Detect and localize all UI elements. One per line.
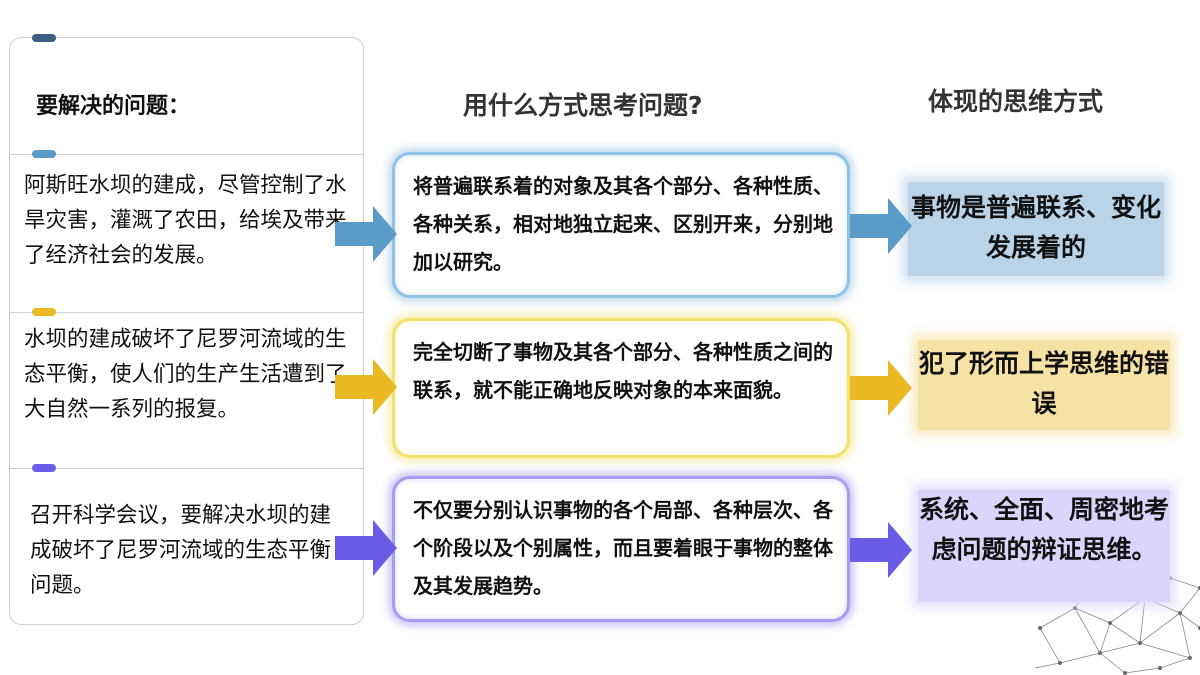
result-text-3: 系统、全面、周密地考虑问题的辩证思维。 [918,495,1169,564]
problem-item-2: 水坝的建成破坏了尼罗河流域的生态平衡，使人们的生产生活遭到了大自然一系列的报复。 [24,327,347,422]
arrow-right-icon [335,206,397,262]
problem-item-3: 召开科学会议，要解决水坝的建成破坏了尼罗河流域的生态平衡问题。 [30,503,332,598]
panel-tab-marker [32,34,56,42]
section-tab-marker [32,150,56,158]
result-3: 系统、全面、周密地考虑问题的辩证思维。 [918,490,1170,602]
method-text-1: 将普遍联系着的对象及其各个部分、各种性质、各种关系，相对地独立起来、区别开来，分… [413,174,833,274]
problem-panel: 要解决的问题： [9,34,364,625]
method-heading: 用什么方式思考问题? [463,91,703,120]
method-box-1: 将普遍联系着的对象及其各个部分、各种性质、各种关系，相对地独立起来、区别开来，分… [392,152,850,298]
method-text-2: 完全切断了事物及其各个部分、各种性质之间的联系，就不能正确地反映对象的本来面貌。 [413,340,833,402]
section-tab-marker [32,464,56,472]
arrow-right-icon [850,360,912,416]
divider [10,312,363,313]
arrow-right-icon [335,359,397,415]
network-decoration [1034,576,1200,675]
method-box-2: 完全切断了事物及其各个部分、各种性质之间的联系，就不能正确地反映对象的本来面貌。 [392,318,850,458]
result-2: 犯了形而上学思维的错误 [918,340,1170,430]
method-text-3: 不仅要分别认识事物的各个局部、各种层次、各个阶段以及个别属性，而且要着眼于事物的… [413,498,833,598]
method-box-3: 不仅要分别认识事物的各个局部、各种层次、各个阶段以及个别属性，而且要着眼于事物的… [392,476,850,622]
section-tab-marker [32,308,56,316]
problem-title: 要解决的问题： [36,94,191,119]
result-1: 事物是普遍联系、变化发展着的 [908,182,1164,276]
arrow-right-icon [850,198,912,254]
divider [10,154,363,155]
arrow-right-icon [850,522,912,578]
reflect-heading: 体现的思维方式 [928,87,1104,116]
result-text-1: 事物是普遍联系、变化发展着的 [910,193,1161,262]
divider [10,468,363,469]
arrow-right-icon [335,520,397,576]
result-text-2: 犯了形而上学思维的错误 [918,349,1169,418]
problem-item-1: 阿斯旺水坝的建成，尽管控制了水旱灾害，灌溉了农田，给埃及带来了经济社会的发展。 [24,173,347,268]
